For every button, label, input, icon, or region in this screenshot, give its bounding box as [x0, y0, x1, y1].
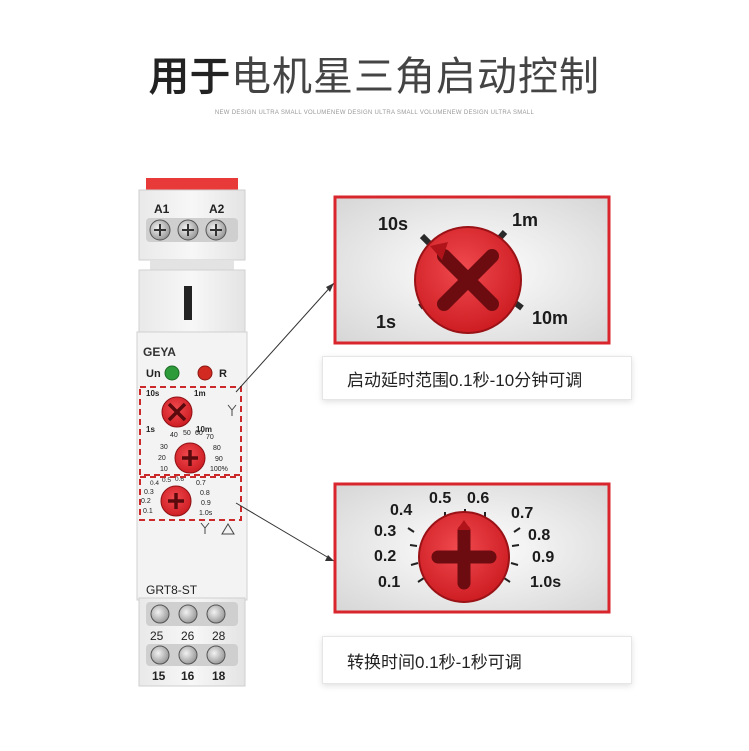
page-title: 用于电机星三角启动控制: [0, 44, 749, 102]
zoom-transfer-label: 0.1: [378, 574, 400, 591]
dial-cross-icon: [167, 402, 187, 422]
zoom-transfer-label: 0.2: [374, 548, 396, 565]
title-subline: NEW DESIGN ULTRA SMALL VOLUMENEW DESIGN …: [214, 110, 535, 116]
model-label: GRT8-ST: [146, 583, 198, 597]
zoom-dial-cross-icon: [431, 524, 497, 590]
dial2-label: 20: [158, 455, 166, 462]
zoom-range-label-10s: 10s: [378, 214, 408, 234]
dial2-label: 40: [170, 432, 178, 439]
dial2-label: 80: [213, 445, 221, 452]
range-caption-text: 启动延时范围0.1秒-10分钟可调: [347, 370, 583, 390]
zoom-transfer-label: 0.6: [467, 490, 489, 507]
terminal-label-a1: A1: [154, 202, 170, 216]
dial-cross-icon: [168, 493, 184, 509]
dial3-label: 0.5: [162, 477, 171, 484]
title-bold: 用于: [149, 55, 231, 99]
arrowhead-icon: [326, 283, 334, 292]
zoom-transfer-label: 0.7: [511, 505, 533, 522]
delta-symbol-icon: [221, 523, 235, 535]
zoom-range-label-1s: 1s: [376, 312, 396, 332]
terminal-label: 18: [212, 669, 226, 683]
dial3-label: 0.8: [200, 490, 210, 497]
range-dial: 10s 1m 1s 10m: [146, 389, 212, 434]
screw-icon: [206, 604, 226, 624]
zoom-range-label-10m: 10m: [532, 308, 568, 328]
terminal-label: 26: [181, 629, 195, 643]
transfer-caption: 转换时间0.1秒-1秒可调: [322, 636, 632, 684]
percent-dial: 40 50 60 70 30 80 20 90 10 100%: [158, 430, 228, 474]
dial1-label-1m: 1m: [194, 389, 206, 398]
dial3-label: 0.3: [144, 489, 154, 496]
dial2-label: 60: [195, 430, 203, 437]
power-led-icon: [164, 365, 180, 381]
dial3-label: 0.2: [141, 498, 151, 505]
led-label-r: R: [219, 368, 227, 380]
dial3-label: 0.9: [201, 500, 211, 507]
dial3-label: 0.1: [143, 508, 153, 515]
din-clip-slot: [184, 286, 192, 320]
zoom-transfer-label: 0.5: [429, 490, 451, 507]
zoom-transfer-label: 0.4: [390, 502, 412, 519]
top-neck: [150, 260, 234, 272]
arrowhead-icon: [325, 555, 334, 561]
dial3-label: 0.7: [196, 480, 206, 487]
terminal-label: 15: [152, 669, 166, 683]
screw-cross-icon: [154, 224, 222, 236]
relay-device: A1 A2 GEYA Un R 10s 1m 1s 10m 40 50 60 7…: [136, 178, 248, 687]
star-symbol-icon: [227, 404, 237, 416]
dial2-label: 100%: [210, 466, 228, 473]
screw-icon: [178, 604, 198, 624]
zoom-panel-range: 10s 1m 1s 10m: [333, 195, 611, 345]
leader-line-transfer: [235, 502, 335, 562]
dial2-label: 50: [183, 430, 191, 437]
zoom-transfer-label: 0.8: [528, 527, 550, 544]
dial2-label: 70: [206, 434, 214, 441]
screw-icon: [150, 645, 170, 665]
transfer-caption-text: 转换时间0.1秒-1秒可调: [347, 652, 522, 672]
dial-cross-icon: [182, 450, 198, 466]
terminal-label: 28: [212, 629, 226, 643]
dial1-label-10m: 10m: [196, 425, 212, 434]
dial3-label: 1.0s: [199, 510, 213, 517]
dial2-label: 10: [160, 466, 168, 473]
terminal-label: 25: [150, 629, 164, 643]
zoom-transfer-label: 1.0s: [530, 574, 561, 591]
dial2-label: 90: [215, 456, 223, 463]
range-caption: 启动延时范围0.1秒-10分钟可调: [322, 356, 632, 400]
transfer-dial: 0.4 0.5 0.6 0.7 0.3 0.8 0.2 0.9 0.1 1.0s: [141, 476, 213, 517]
highlight-box-transfer: [139, 476, 242, 521]
highlight-box-range: [139, 386, 242, 476]
pointer-arrow-icon: [430, 242, 448, 260]
star-symbol-icon: [200, 522, 210, 534]
terminal-label-a2: A2: [209, 202, 225, 216]
dial1-label-1s: 1s: [146, 425, 155, 434]
title-light: 电机星三角启动控制: [231, 55, 600, 99]
zoom-panel-transfer: 0.4 0.5 0.6 0.7 0.3 0.8 0.2 0.9 0.1 1.0s: [333, 482, 611, 614]
leader-line-range: [235, 282, 335, 393]
dial2-label: 30: [160, 444, 168, 451]
zoom-transfer-label: 0.9: [532, 549, 554, 566]
relay-led-icon: [197, 365, 213, 381]
terminal-label: 16: [181, 669, 195, 683]
screw-icon: [150, 604, 170, 624]
dial3-label: 0.6: [175, 476, 184, 483]
zoom-transfer-label: 0.3: [374, 523, 396, 540]
led-label-un: Un: [146, 368, 161, 380]
brand-logo: GEYA: [143, 345, 176, 359]
zoom-range-label-1m: 1m: [512, 210, 538, 230]
dial1-label-10s: 10s: [146, 389, 160, 398]
pointer-arrow-icon: [457, 520, 471, 530]
zoom-dial-cross-icon: [437, 249, 499, 311]
screw-icon: [178, 645, 198, 665]
screw-icon: [206, 645, 226, 665]
dial3-label: 0.4: [150, 480, 159, 487]
